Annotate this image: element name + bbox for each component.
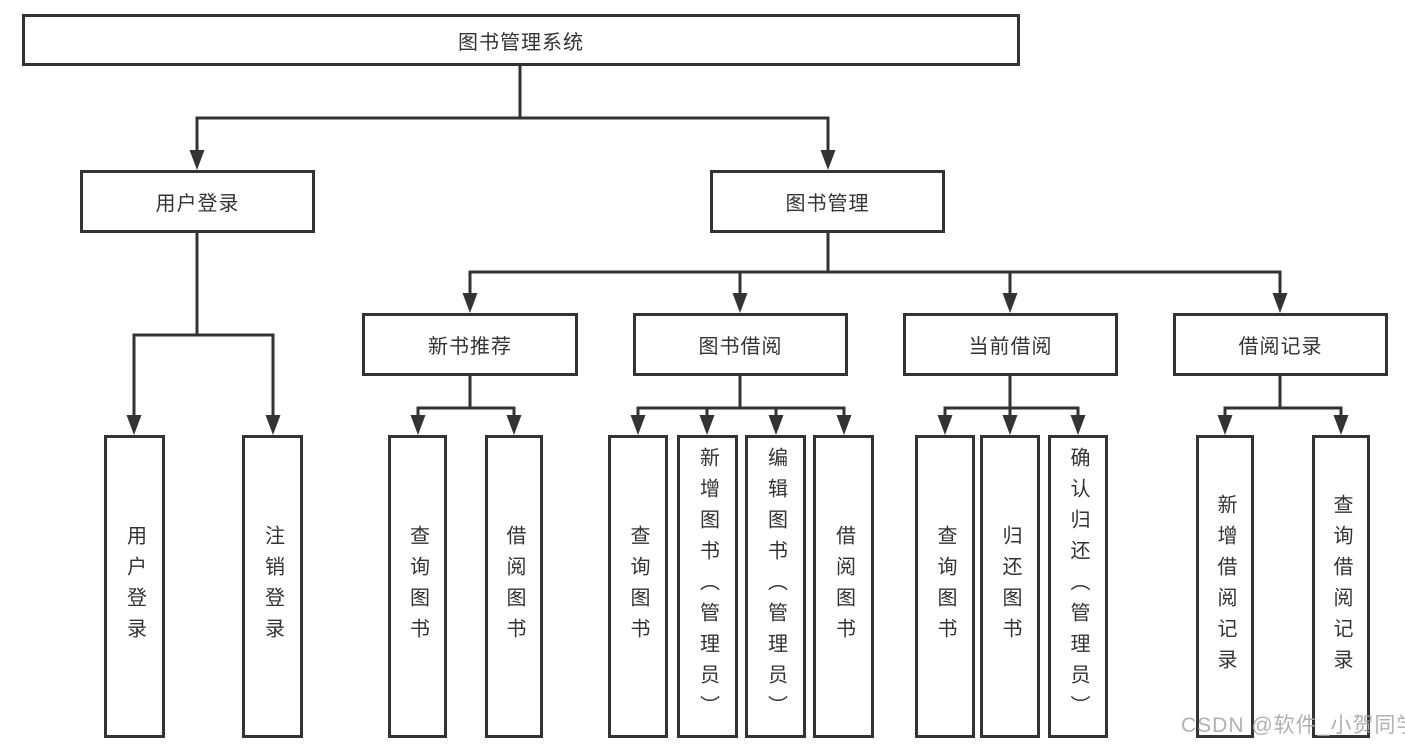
node-label: 注销登录 — [261, 524, 284, 649]
watermark-csdn: CSDN @软件_小贺同学 — [1181, 714, 1405, 737]
node-label: 借阅记录 — [1238, 336, 1323, 358]
node-new-book-recommendation: 新书推荐 — [362, 313, 578, 376]
node-current-borrowing: 当前借阅 — [903, 313, 1118, 376]
leaf-add-books-admin: 新增图书（管理员） — [677, 435, 738, 738]
node-label: 查询借阅记录 — [1330, 493, 1352, 680]
node-label: 图书管理系统 — [458, 31, 584, 54]
node-book-borrowing: 图书借阅 — [633, 313, 848, 376]
leaf-return-books: 归还图书 — [980, 435, 1040, 738]
leaf-query-books-borrowing: 查询图书 — [608, 435, 668, 738]
node-user-login: 用户登录 — [80, 170, 315, 233]
node-label: 新增图书（管理员） — [696, 447, 719, 726]
node-label: 当前借阅 — [968, 336, 1053, 358]
node-label: 查询图书 — [406, 524, 429, 649]
node-label: 新书推荐 — [428, 336, 512, 358]
node-label: 用户登录 — [123, 524, 146, 649]
leaf-query-books-current: 查询图书 — [915, 435, 975, 738]
node-book-management: 图书管理 — [710, 170, 945, 233]
node-label: 图书管理 — [785, 193, 870, 215]
node-label: 查询图书 — [627, 524, 649, 649]
node-label: 编辑图书（管理员） — [764, 447, 787, 726]
leaf-borrow-books-recommend: 借阅图书 — [485, 435, 543, 738]
node-label: 图书借阅 — [698, 336, 783, 358]
node-label: 确认归还（管理员） — [1067, 447, 1089, 726]
leaf-logout: 注销登录 — [242, 435, 303, 738]
leaf-edit-books-admin: 编辑图书（管理员） — [745, 435, 806, 738]
arrowheads — [126, 150, 1349, 435]
leaf-confirm-return-admin: 确认归还（管理员） — [1048, 435, 1108, 738]
node-borrowing-records: 借阅记录 — [1173, 313, 1388, 376]
node-label: 查询图书 — [934, 524, 956, 649]
node-label: 新增借阅记录 — [1214, 493, 1236, 680]
node-library-management-system: 图书管理系统 — [22, 14, 1020, 66]
node-label: 借阅图书 — [503, 524, 525, 649]
node-label: 归还图书 — [999, 524, 1021, 649]
node-label: 借阅图书 — [832, 524, 855, 649]
leaf-query-borrow-record: 查询借阅记录 — [1312, 435, 1370, 738]
node-label: 用户登录 — [155, 193, 240, 215]
leaf-user-login: 用户登录 — [104, 435, 165, 738]
leaf-borrow-books-borrowing: 借阅图书 — [813, 435, 874, 738]
leaf-add-borrow-record: 新增借阅记录 — [1196, 435, 1254, 738]
leaf-query-books-recommend: 查询图书 — [388, 435, 447, 738]
